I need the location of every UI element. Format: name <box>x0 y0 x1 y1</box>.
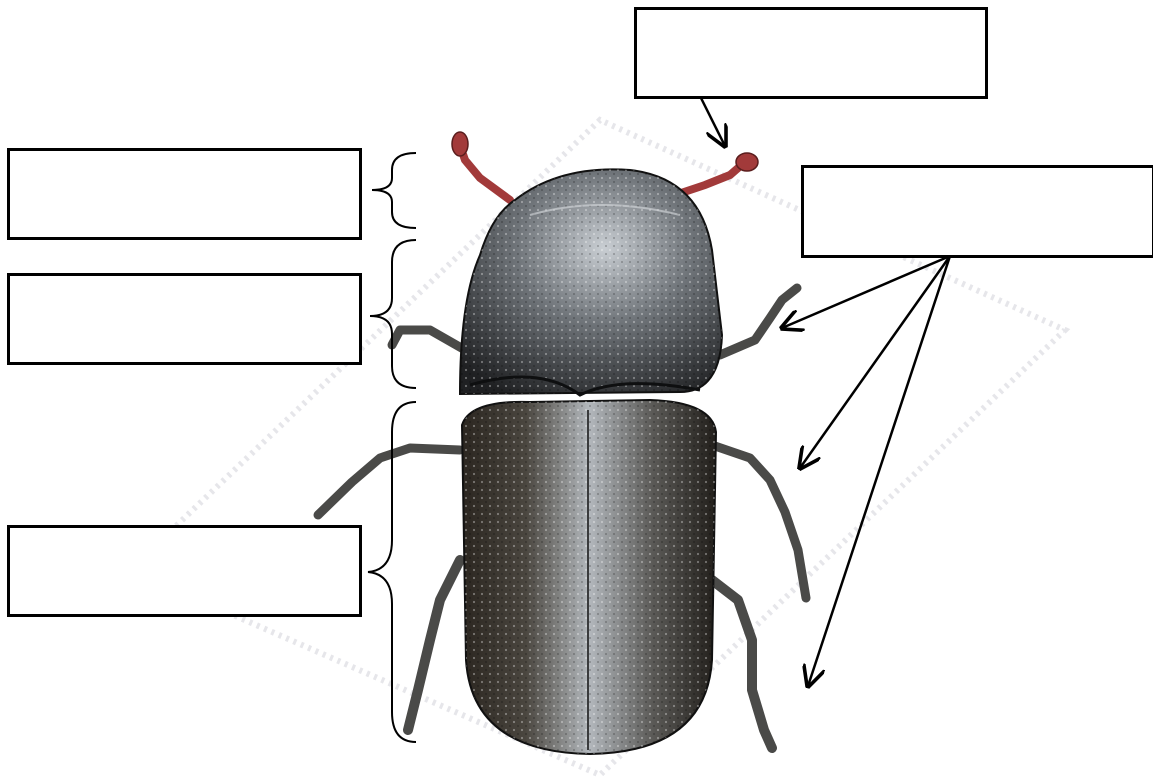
beetle-pronotum-texture <box>460 169 722 394</box>
left-antenna-club <box>452 132 468 156</box>
label-box-head[interactable] <box>7 148 362 240</box>
thorax-bracket <box>370 240 416 388</box>
mid-left-leg <box>318 448 460 515</box>
right-antenna-club <box>736 153 758 171</box>
label-box-thorax[interactable] <box>7 273 362 365</box>
label-box-top[interactable] <box>634 7 988 99</box>
antenna-arrow <box>700 96 725 146</box>
mid-right-leg <box>712 445 806 598</box>
label-box-abdomen[interactable] <box>7 525 362 617</box>
head-bracket <box>372 153 416 228</box>
hind-leg-arrow <box>808 256 950 686</box>
front-left-leg <box>392 330 465 350</box>
hind-right-leg <box>712 580 772 748</box>
front-right-leg <box>720 288 797 355</box>
label-box-legs[interactable] <box>801 165 1153 258</box>
